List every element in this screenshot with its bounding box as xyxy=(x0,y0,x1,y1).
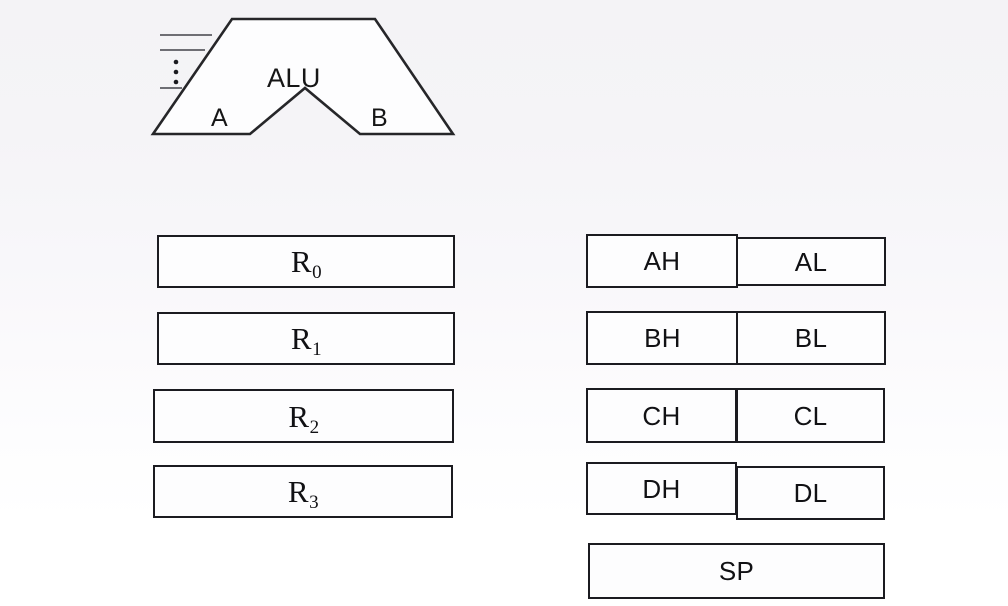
register-label-bl: BL xyxy=(794,323,828,353)
alu-shape xyxy=(150,17,456,136)
register-label-r2: R2 xyxy=(288,398,320,438)
register-label-al: AL xyxy=(794,246,828,277)
register-half-bh[interactable]: BH xyxy=(586,311,739,365)
register-label-bh: BH xyxy=(644,323,681,353)
register-box-r0[interactable]: R0 xyxy=(157,235,455,288)
register-subscript-r0: 0 xyxy=(312,262,322,283)
register-subscript-r2: 2 xyxy=(309,416,320,438)
register-half-dh[interactable]: DH xyxy=(586,462,737,515)
register-label-r1: R1 xyxy=(290,321,322,360)
register-half-dl[interactable]: DL xyxy=(736,466,885,520)
register-half-cl[interactable]: CL xyxy=(736,388,885,443)
register-half-ch[interactable]: CH xyxy=(586,388,737,443)
register-half-ah[interactable]: AH xyxy=(586,234,738,288)
register-subscript-r3: 3 xyxy=(309,492,319,513)
register-label-r0: R0 xyxy=(290,244,322,283)
register-label-ch: CH xyxy=(642,400,681,431)
alu-label: ALU xyxy=(267,63,321,93)
register-box-r3[interactable]: R3 xyxy=(153,465,453,518)
register-box-r2[interactable]: R2 xyxy=(153,389,454,443)
alu-body-outline xyxy=(150,17,456,136)
alu-block: ALU A B xyxy=(148,10,460,142)
register-label-ah: AH xyxy=(643,246,681,276)
register-label-r3: R3 xyxy=(287,474,319,513)
register-subscript-r1: 1 xyxy=(312,339,322,360)
alu-control-ellipsis-icon xyxy=(173,59,179,85)
register-box-sp[interactable]: SP xyxy=(588,543,885,599)
register-label-cl: CL xyxy=(793,400,828,431)
register-half-al[interactable]: AL xyxy=(736,237,886,286)
register-box-r1[interactable]: R1 xyxy=(157,312,455,365)
alu-control-input-lines xyxy=(160,34,212,89)
alu-operand-a-label: A xyxy=(211,104,229,132)
register-half-bl[interactable]: BL xyxy=(736,311,886,365)
alu-operand-b-label: B xyxy=(371,104,389,132)
register-label-dl: DL xyxy=(793,478,828,508)
register-label-dh: DH xyxy=(642,473,681,504)
register-label-sp: SP xyxy=(718,556,755,586)
